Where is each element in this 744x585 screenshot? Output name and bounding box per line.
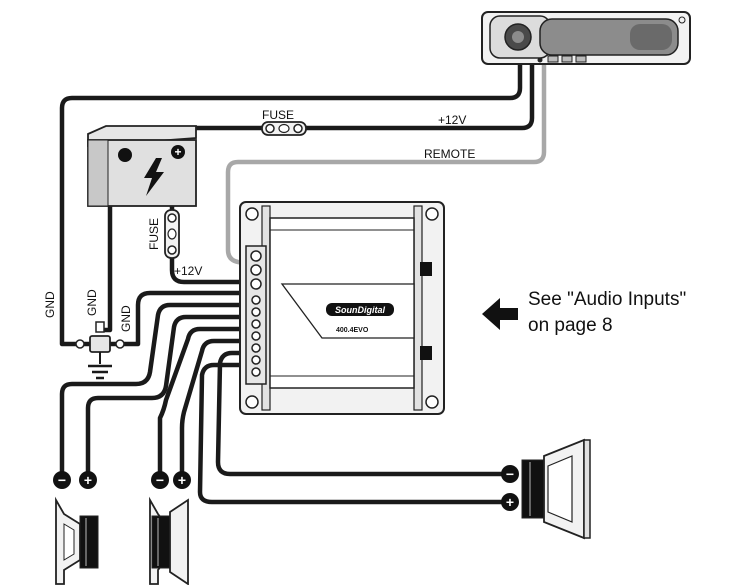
head-unit-button-2 <box>561 55 573 63</box>
ground-symbol-icon <box>88 364 112 380</box>
terminal-gnd <box>250 278 262 290</box>
fuse-side-label: FUSE <box>147 218 161 250</box>
amplifier-right-fin <box>413 205 423 411</box>
ground-junction-left-lug <box>75 339 85 349</box>
speaker3-positive-wire <box>197 362 509 505</box>
speaker-1-inner-cone <box>63 523 75 561</box>
amplifier-terminals <box>250 250 262 377</box>
amplifier-model: 400.4EVO <box>336 327 369 334</box>
fuse-side <box>164 209 180 259</box>
speaker1-positive-symbol: + <box>84 472 92 488</box>
battery-positive-terminal <box>171 145 185 159</box>
fuse-top-right-cap <box>293 123 303 134</box>
head-unit <box>481 11 691 65</box>
amplifier-right-tab-2 <box>420 346 432 360</box>
plus12v-top-label: +12V <box>438 113 466 127</box>
fuse-top-left-cap <box>265 123 275 134</box>
speaker-3-inner-cone <box>547 455 573 523</box>
head-unit-ground-wire <box>59 59 523 347</box>
remote-label: REMOTE <box>424 147 475 161</box>
speaker2-negative-wire <box>157 326 249 481</box>
amplifier-right-tab-1 <box>420 262 432 276</box>
speaker-2-frame <box>169 498 189 585</box>
left-arrow-icon <box>482 298 518 330</box>
ground-junction-block <box>89 335 111 353</box>
fuse-side-bottom-cap <box>167 245 177 255</box>
terminal-out-4 <box>251 331 261 341</box>
head-unit-display-window <box>630 24 672 50</box>
speaker-2-magnet <box>151 515 171 569</box>
speaker2-positive-wire <box>179 338 249 481</box>
speaker3-negative-wire <box>215 350 509 477</box>
ground-junction-top-lug <box>95 321 105 333</box>
head-unit-button-3 <box>575 55 587 63</box>
speaker3-negative-marker <box>501 465 519 483</box>
speaker-1-magnet <box>79 515 99 569</box>
terminal-out-5 <box>251 343 261 353</box>
speaker1-negative-wire <box>59 302 249 481</box>
volume-knob-center-icon <box>512 31 524 43</box>
fuse-top-label: FUSE <box>262 108 294 122</box>
fuse-side-top-cap <box>167 213 177 223</box>
gnd-label-3: GND <box>119 305 133 332</box>
battery-to-amp-power-wire <box>169 155 249 285</box>
head-unit-button-icon <box>537 57 543 63</box>
speaker1-positive-marker <box>79 471 97 489</box>
terminal-plus12v <box>250 264 262 276</box>
battery-plus-sign: + <box>174 145 181 159</box>
amplifier-brand: SounDigital <box>335 305 385 315</box>
gnd-label-1: GND <box>43 291 57 318</box>
speaker-terminal-markers: − + − + − + <box>53 465 519 511</box>
fuse-top <box>261 121 307 136</box>
speaker1-negative-symbol: − <box>58 472 66 488</box>
head-unit-button-1 <box>547 55 559 63</box>
terminal-out-7 <box>251 367 261 377</box>
speaker-3-magnet <box>521 459 545 519</box>
speaker-1 <box>55 496 99 585</box>
battery: + <box>87 125 197 207</box>
callout-line-1: See "Audio Inputs" <box>528 289 686 310</box>
speaker-2 <box>149 496 189 585</box>
amplifier-screw-tl <box>245 207 259 221</box>
lightning-bolt-icon <box>144 158 164 196</box>
speaker1-negative-marker <box>53 471 71 489</box>
amplifier-screw-bl <box>245 395 259 409</box>
plus12v-main-wire <box>175 59 535 153</box>
head-unit-screw-icon <box>678 16 686 24</box>
fuse-top-element <box>278 123 290 134</box>
wires <box>59 59 535 505</box>
speaker3-negative-symbol: − <box>506 466 514 482</box>
fuse-side-element <box>167 228 177 240</box>
battery-side-shade <box>87 139 109 207</box>
amplifier-brand-badge <box>326 303 394 316</box>
speaker3-positive-marker <box>501 493 519 511</box>
speaker-3-rim <box>583 439 591 539</box>
terminal-out-6 <box>251 355 261 365</box>
battery-negative-terminal <box>118 148 132 162</box>
callout-line-2: on page 8 <box>528 315 613 336</box>
speaker2-negative-symbol: − <box>156 472 164 488</box>
terminal-remote <box>250 250 262 262</box>
gnd-label-2: GND <box>85 289 99 316</box>
plus12v-amp-label: +12V <box>174 264 202 278</box>
speaker-3 <box>521 438 591 540</box>
ground-junction <box>75 321 125 364</box>
terminal-out-3 <box>251 319 261 329</box>
speaker2-negative-marker <box>151 471 169 489</box>
speaker2-positive-symbol: + <box>178 472 186 488</box>
amplifier: SounDigital 400.4EVO <box>239 201 445 415</box>
amplifier-screw-br <box>425 395 439 409</box>
speaker2-positive-marker <box>173 471 191 489</box>
remote-wire <box>225 59 547 267</box>
ground-junction-right-lug <box>115 339 125 349</box>
speaker3-positive-symbol: + <box>506 494 514 510</box>
terminal-out-2 <box>251 307 261 317</box>
speaker1-positive-wire <box>85 314 249 481</box>
terminal-out-1 <box>251 295 261 305</box>
amplifier-screw-tr <box>425 207 439 221</box>
amp-ground-wire <box>119 290 249 347</box>
